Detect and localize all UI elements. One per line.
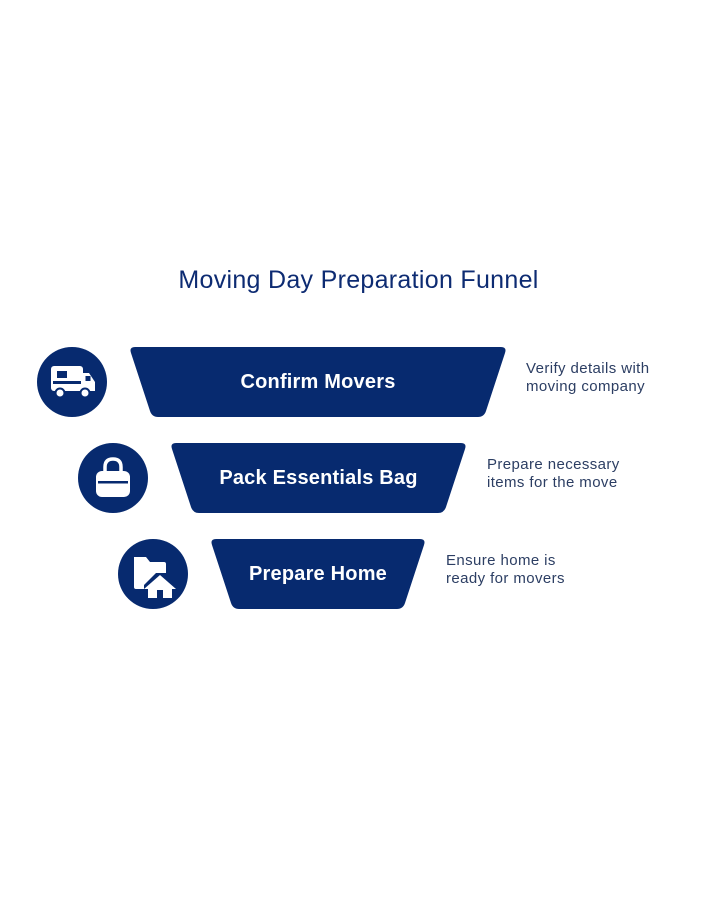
bag-icon xyxy=(96,457,130,497)
funnel-stage-3-shape xyxy=(211,539,425,609)
funnel-stage-3-label: Prepare Home xyxy=(248,562,387,585)
stage-3-description-line-1: Ensure home is xyxy=(446,552,556,569)
stage-3-description-line-2: ready for movers xyxy=(446,570,565,587)
funnel-stage-2-shape xyxy=(171,443,466,513)
funnel-stage-2: Pack Essentials Bag xyxy=(170,443,467,513)
stage-3-description: Ensure home is ready for movers xyxy=(446,552,626,588)
stage-2-description: Prepare necessary items for the move xyxy=(487,456,667,492)
funnel-stage-2-label: Pack Essentials Bag xyxy=(219,466,418,489)
moving-truck-icon xyxy=(51,366,95,399)
stage-2-description-line-1: Prepare necessary xyxy=(487,456,620,473)
funnel-stage-1: Confirm Movers xyxy=(129,347,507,417)
stage-2-icon-badge xyxy=(78,443,148,513)
funnel-title: Moving Day Preparation Funnel xyxy=(178,266,539,294)
funnel-stage-1-label: Confirm Movers xyxy=(240,370,396,393)
stage-3-icon-badge xyxy=(118,539,188,609)
funnel-stage-1-shape xyxy=(130,347,506,417)
stage-1-description-line-2: moving company xyxy=(526,378,645,395)
funnel-stage-3: Prepare Home xyxy=(210,539,426,609)
folder-home-icon xyxy=(134,557,176,598)
stage-1-icon-badge xyxy=(37,347,107,417)
stage-1-description-line-1: Verify details with xyxy=(526,360,650,377)
stage-2-description-line-2: items for the move xyxy=(487,474,618,491)
stage-1-description: Verify details with moving company xyxy=(526,360,706,396)
